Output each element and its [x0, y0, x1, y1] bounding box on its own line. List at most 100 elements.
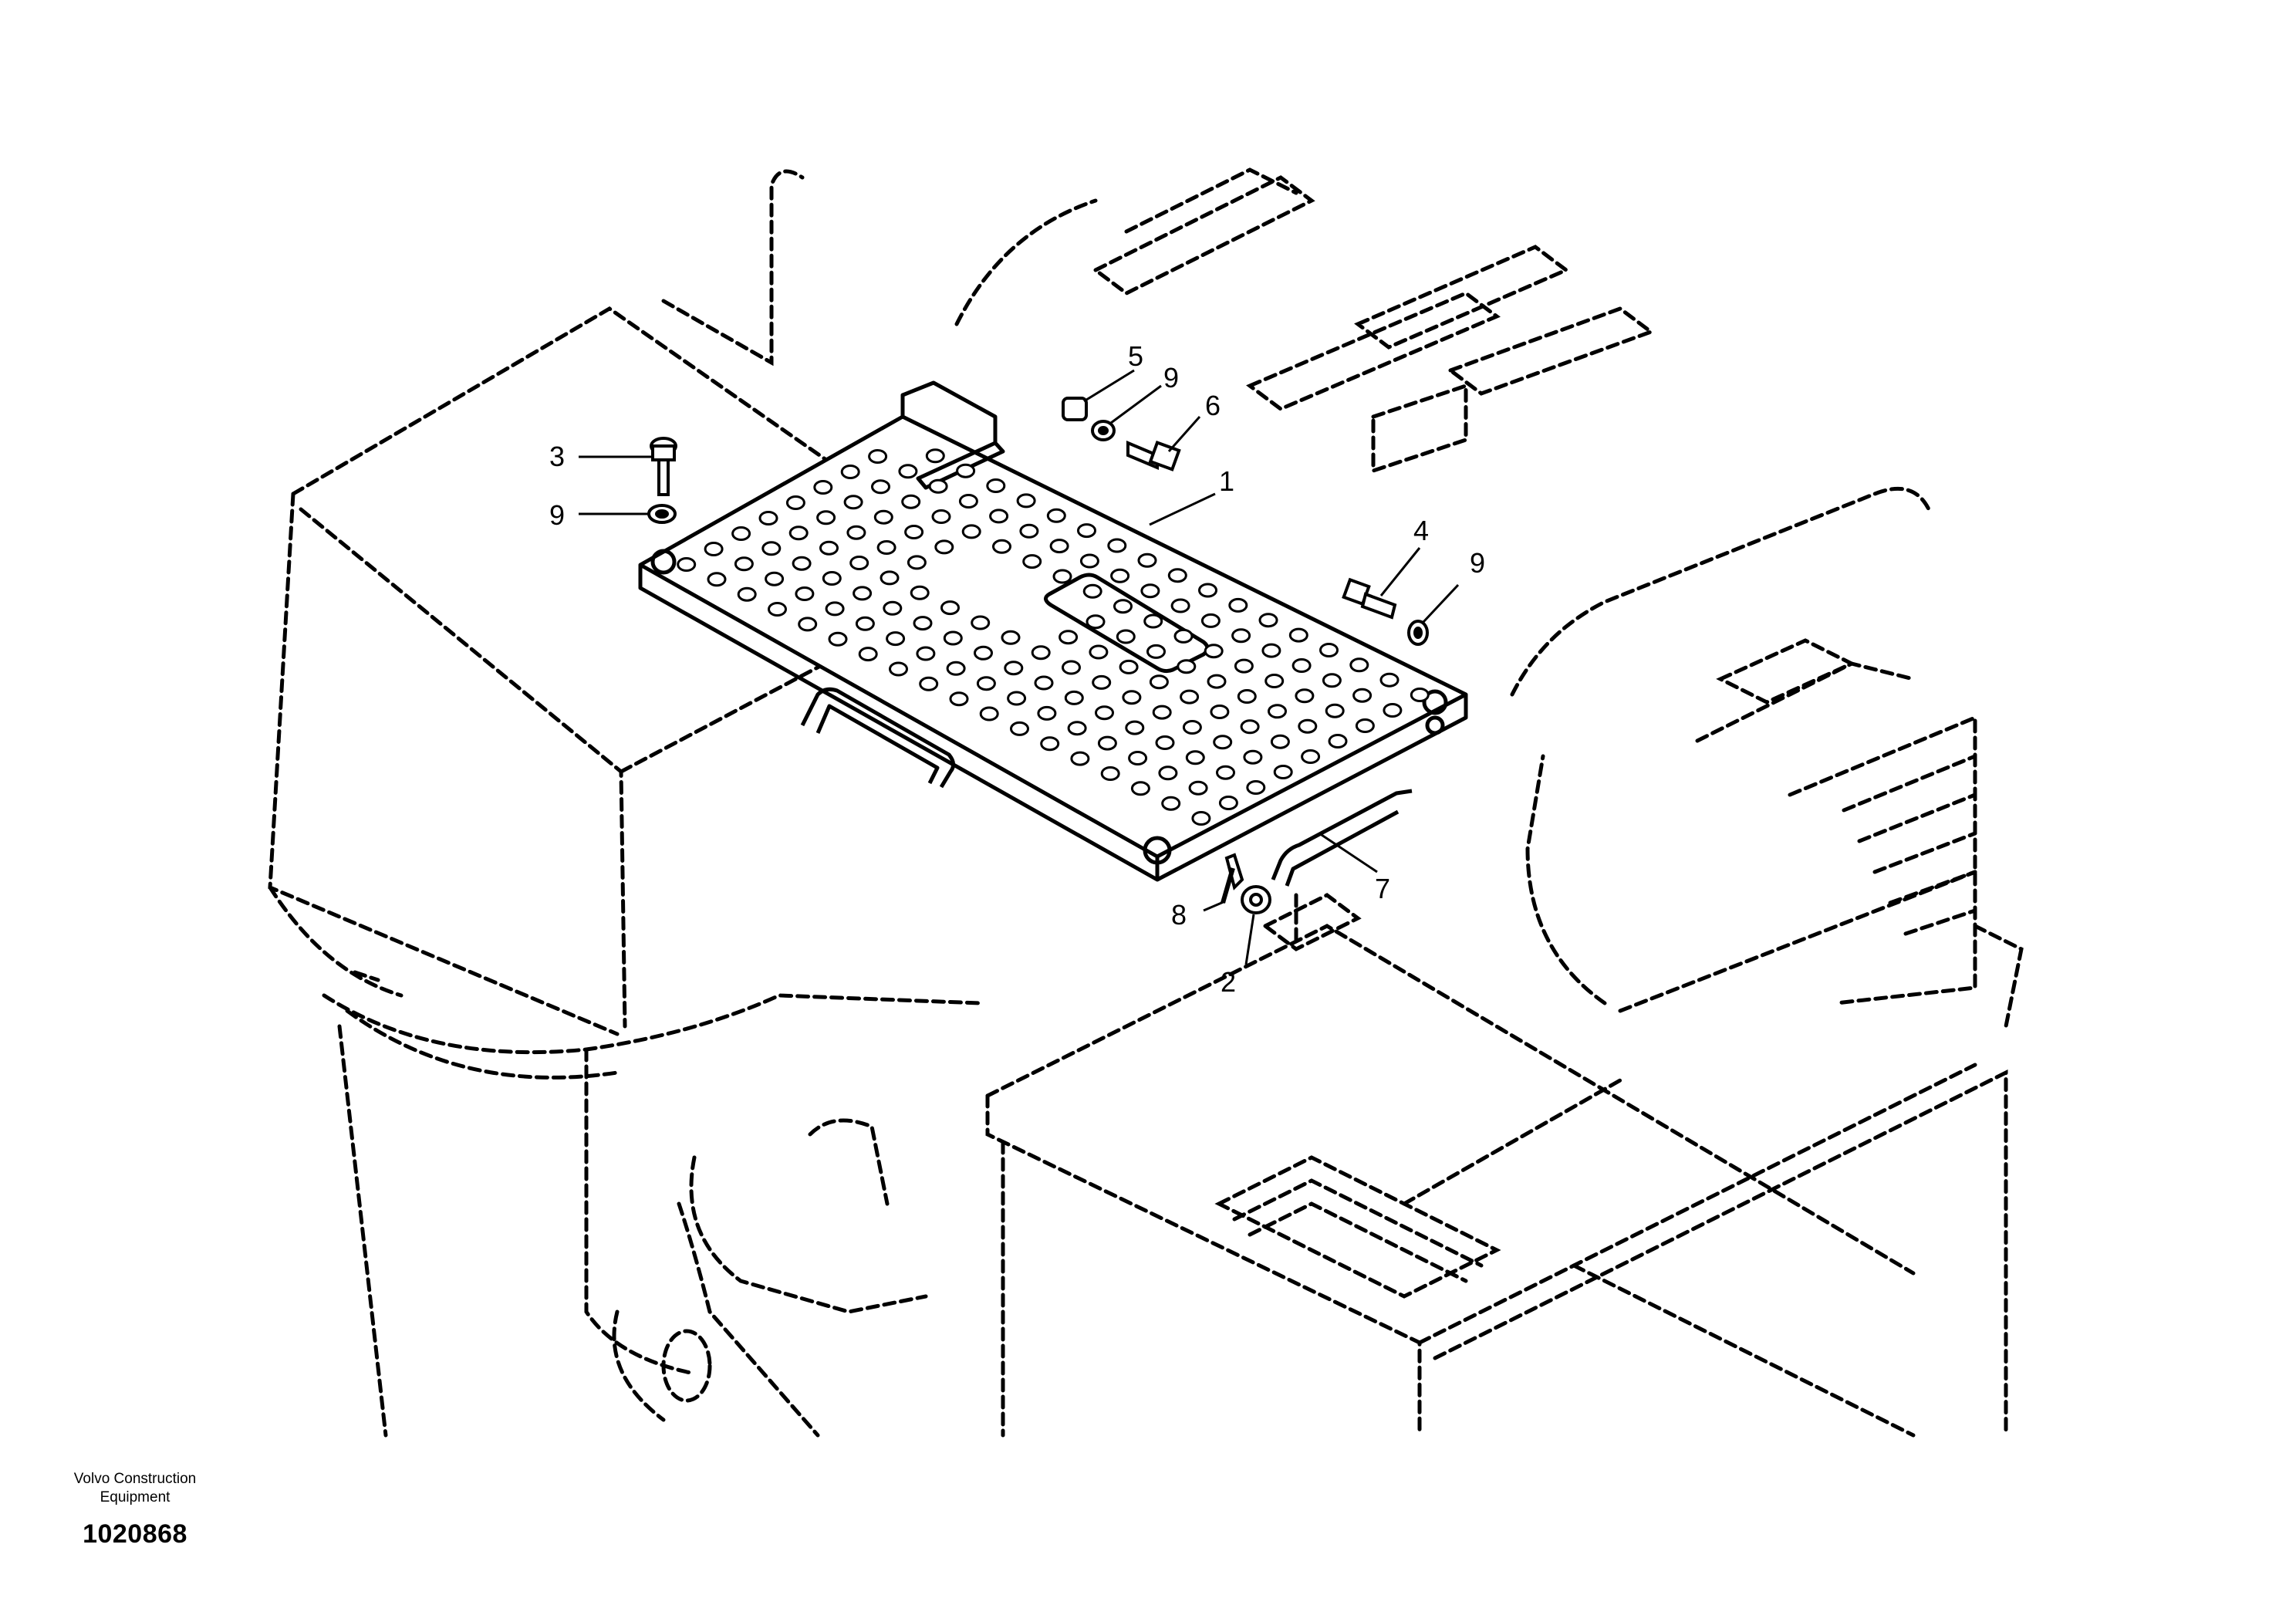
- bolt-4-icon: [1342, 577, 1397, 620]
- plate-dimple: [946, 661, 966, 676]
- plate-dimple: [1037, 705, 1057, 721]
- plate-dimple: [931, 509, 951, 524]
- publisher-line-2: Equipment: [100, 1489, 171, 1505]
- plate-dimple: [1034, 675, 1054, 691]
- plate-dimple: [1092, 674, 1112, 690]
- plate-front-edge: [638, 565, 1160, 882]
- plate-dimple: [795, 586, 815, 601]
- publisher-line-1: Volvo Construction: [73, 1471, 197, 1487]
- plate-dimple: [853, 586, 873, 601]
- plate-dimple: [1383, 703, 1403, 718]
- figure-number: 1020868: [83, 1519, 187, 1549]
- plate-dimple: [846, 525, 866, 540]
- callout-5: 5: [1128, 340, 1143, 372]
- plate-dimple: [989, 509, 1009, 524]
- plate-dimple: [840, 465, 860, 479]
- plate-dimple: [822, 571, 842, 586]
- callout-1: 1: [1219, 465, 1234, 497]
- plate-dimple: [1016, 493, 1036, 509]
- plate-rear-flange: [900, 380, 998, 444]
- plate-dimple: [825, 601, 845, 617]
- plate-dimple: [961, 524, 981, 539]
- callout-labels: 1 2 3 4 5 6 7 8 9 9 9: [549, 340, 1485, 998]
- plate-dimple: [1010, 721, 1029, 736]
- plate-dimple: [1022, 554, 1042, 569]
- plate-dimple: [1185, 750, 1205, 765]
- plate-dimple: [886, 631, 906, 647]
- plate-dimple: [737, 586, 757, 602]
- plate-dimple: [1349, 657, 1369, 673]
- plate-dimple: [1079, 553, 1099, 569]
- plate-dimple: [976, 676, 996, 691]
- plate-dimple: [1292, 658, 1312, 673]
- plate-dimple: [986, 478, 1006, 493]
- plate-dimple: [1119, 659, 1139, 674]
- callout-4: 4: [1413, 515, 1429, 546]
- plate-dimple: [1001, 630, 1021, 645]
- handle-right-7: [1271, 789, 1413, 880]
- plate-dimple: [1107, 538, 1127, 553]
- plate-dimple: [1040, 736, 1060, 752]
- plate-dimple: [768, 602, 787, 617]
- plate-dimple: [1122, 690, 1142, 705]
- rear-slot: [916, 441, 1005, 490]
- plate-dimple: [1070, 751, 1090, 766]
- plate-dimple: [928, 478, 948, 494]
- plate-dimple: [1379, 672, 1400, 688]
- plate-dimple: [1052, 569, 1072, 584]
- plate-dimple: [907, 555, 927, 570]
- plate-dimple: [1198, 583, 1217, 598]
- plate-dimple: [1089, 644, 1109, 660]
- plate-dimple: [913, 616, 933, 631]
- plate-dimple: [904, 525, 924, 539]
- plate-dimple: [813, 480, 833, 495]
- leader-lines: [579, 369, 1460, 965]
- plate-top-face: [638, 414, 1468, 859]
- plate-dimple: [1295, 688, 1315, 704]
- plate-dimple: [1188, 780, 1208, 796]
- plate-dimple: [798, 617, 818, 632]
- plate-dimple: [1004, 661, 1024, 676]
- plate-dimple: [1167, 568, 1187, 583]
- bolt-6-icon: [1126, 440, 1181, 471]
- plate-dimple: [828, 631, 848, 647]
- spacer-5-icon: [1062, 397, 1088, 421]
- plate-dimple: [858, 647, 878, 662]
- callout-9c: 9: [1470, 547, 1485, 579]
- plate-dimple: [707, 572, 727, 587]
- plate-dimple: [883, 600, 903, 616]
- plate-dimple: [925, 448, 945, 464]
- plate-dimple: [1322, 673, 1342, 688]
- plate-dimple: [1352, 688, 1373, 703]
- plate-dimple: [1097, 735, 1117, 751]
- plate-right-edge: [1156, 694, 1468, 882]
- plate-dimple: [1007, 691, 1027, 706]
- plate-dimple: [1210, 705, 1230, 719]
- plate-dimple: [1204, 644, 1224, 659]
- plate-dimple: [1155, 735, 1175, 750]
- plate-dimple: [785, 495, 805, 510]
- plate-dimple: [1031, 645, 1051, 661]
- bolt-3-icon: [650, 437, 677, 496]
- plate-dimple: [956, 463, 976, 478]
- plate-dimple: [1301, 749, 1321, 764]
- plate-dimple: [871, 479, 890, 495]
- plate-dimple: [1191, 811, 1211, 826]
- plate-dimple: [1319, 643, 1339, 657]
- step-plate: [638, 380, 1468, 887]
- plate-dimple: [880, 570, 900, 586]
- plate-dimple: [901, 494, 921, 509]
- plate-dimple: [855, 616, 875, 631]
- plate-dimple: [1019, 523, 1039, 539]
- plate-dimple: [1146, 644, 1166, 659]
- plate-dimple: [1125, 720, 1145, 735]
- plate-dimple: [1270, 734, 1290, 749]
- figure-caption: Volvo Construction Equipment 1020868: [46, 1470, 224, 1549]
- plate-dimple: [704, 542, 724, 556]
- plate-dimple: [1240, 719, 1260, 735]
- plate-dimple: [1213, 735, 1233, 750]
- hardware: [647, 397, 1429, 914]
- plate-dimple: [677, 557, 697, 572]
- plate-dimple: [1264, 674, 1285, 688]
